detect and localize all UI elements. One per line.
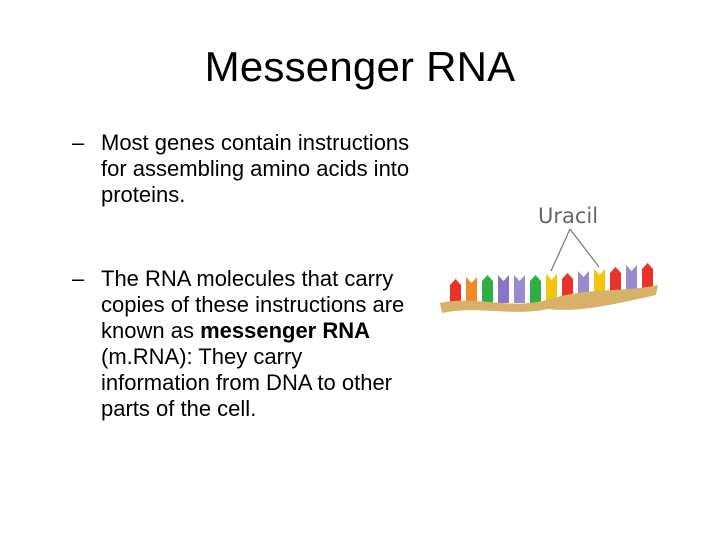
- nucleotide-base: [482, 275, 493, 303]
- nucleotide-base: [562, 273, 573, 301]
- bullet-text-bold: messenger RNA: [200, 318, 371, 343]
- nucleotide-base: [642, 263, 653, 291]
- nucleotide-base: [594, 269, 605, 297]
- nucleotide-bases: [450, 263, 653, 307]
- bullet-text-after: (m.RNA): They carry information from DNA…: [101, 344, 393, 421]
- nucleotide-base: [530, 275, 541, 303]
- nucleotide-base: [498, 275, 509, 303]
- bullet-text-before: The RNA molecules that carry copies of t…: [101, 266, 405, 343]
- uracil-pointer-lines: [550, 228, 600, 272]
- bullet-marker: –: [72, 266, 85, 291]
- bullet-text: Most genes contain instructions for asse…: [101, 130, 410, 207]
- nucleotide-base: [466, 277, 477, 305]
- slide-title: Messenger RNA: [204, 43, 516, 90]
- nucleotide-base: [626, 265, 637, 293]
- bullet-item-2: – The RNA molecules that carry copies of…: [72, 266, 412, 422]
- pointer-line: [550, 228, 571, 272]
- nucleotide-base: [514, 275, 525, 303]
- mrna-illustration: Uracil: [440, 204, 658, 313]
- bullet-marker: –: [72, 130, 85, 155]
- nucleotide-base: [610, 267, 621, 295]
- nucleotide-base: [546, 274, 557, 302]
- nucleotide-base: [450, 279, 461, 307]
- pointer-line: [569, 228, 600, 268]
- rna-backbone: [440, 285, 658, 313]
- uracil-label: Uracil: [538, 204, 598, 228]
- bullet-item-1: – Most genes contain instructions for as…: [72, 130, 412, 208]
- bullet-text: The RNA molecules that carry copies of t…: [72, 266, 412, 422]
